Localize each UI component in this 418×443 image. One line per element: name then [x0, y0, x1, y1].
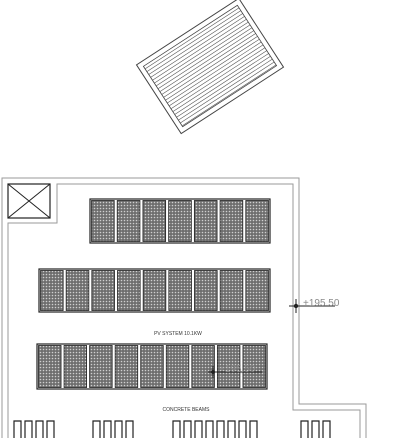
concrete-beam	[114, 420, 123, 438]
building-outline	[1, 177, 367, 438]
pv-panel	[38, 345, 62, 388]
shaft-box-icon	[7, 183, 51, 219]
pv-panel	[245, 200, 269, 242]
pv-panel	[116, 200, 141, 242]
beam-group-4	[300, 420, 331, 438]
panel-row-3	[36, 343, 268, 390]
concrete-beam	[216, 420, 225, 438]
pv-panel	[191, 345, 215, 388]
concrete-beam	[194, 420, 203, 438]
pv-panel	[193, 200, 218, 242]
pv-panel	[165, 345, 190, 388]
pv-panel	[194, 270, 218, 311]
pv-panel	[117, 270, 141, 311]
concrete-beam	[322, 420, 331, 438]
pv-panel	[89, 345, 113, 388]
concrete-beam	[238, 420, 247, 438]
pv-panel	[142, 200, 167, 242]
concrete-beam	[13, 420, 22, 438]
pv-panel	[168, 200, 192, 242]
pv-panel	[140, 345, 164, 388]
system-label: PV SYSTEM 10.1KW	[154, 331, 202, 337]
elevation-marker-secondary: +195.50	[208, 364, 262, 378]
panel-row-1	[89, 198, 271, 244]
concrete-beams	[13, 420, 331, 438]
concrete-beam	[205, 420, 214, 438]
pv-panel	[114, 345, 139, 388]
concrete-beam	[103, 420, 112, 438]
pv-panel	[91, 200, 115, 242]
hatched-roof-element	[135, 0, 285, 135]
pv-panel	[219, 270, 244, 311]
pv-panel	[168, 270, 192, 311]
pv-panel	[216, 345, 241, 388]
concrete-beam	[249, 420, 258, 438]
pv-panel	[40, 270, 64, 311]
concrete-beam	[172, 420, 181, 438]
pv-panel	[63, 345, 88, 388]
concrete-beam	[46, 420, 55, 438]
pv-panel	[142, 270, 167, 311]
beam-group-2	[92, 420, 134, 438]
concrete-beam	[125, 420, 134, 438]
beam-group-3	[172, 420, 258, 438]
panel-row-2	[38, 268, 271, 313]
concrete-beam	[183, 420, 192, 438]
concrete-beam	[24, 420, 33, 438]
elevation-main-label: +195.50	[303, 298, 340, 309]
concrete-beam	[300, 420, 309, 438]
pv-panel	[242, 345, 266, 388]
concrete-beam	[311, 420, 320, 438]
concrete-beam	[227, 420, 236, 438]
concrete-beam	[92, 420, 101, 438]
elevation-marker-main: +195.50	[289, 298, 340, 313]
beams-label: CONCRETE BEAMS	[163, 407, 211, 413]
beam-group-1	[13, 420, 55, 438]
pv-panel	[219, 200, 244, 242]
elevation-secondary-label: +195.50	[219, 364, 256, 375]
concrete-beam	[35, 420, 44, 438]
pv-panel	[65, 270, 90, 311]
pv-panel	[91, 270, 115, 311]
pv-panel	[245, 270, 269, 311]
